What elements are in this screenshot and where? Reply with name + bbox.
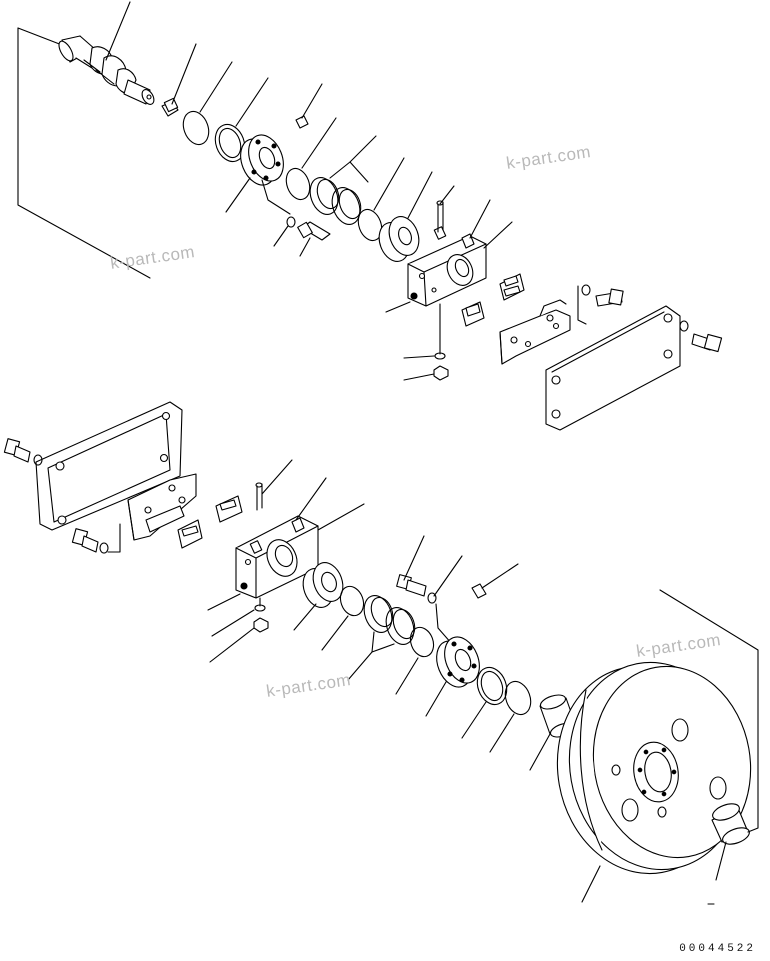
leader-stud bbox=[439, 185, 455, 205]
washer-guard-upper bbox=[581, 284, 591, 296]
washer-plate-upper bbox=[679, 320, 689, 332]
retaining-ring-upper bbox=[214, 123, 246, 163]
washer-hub-lower bbox=[427, 592, 437, 604]
document-number: 00044522 bbox=[679, 943, 756, 955]
leader-bushing bbox=[407, 171, 433, 219]
leader-washer-hub-lower bbox=[433, 555, 463, 597]
cover-plate-upper bbox=[546, 306, 680, 430]
o-ring-lower-3 bbox=[504, 680, 532, 716]
leader-seal-pair-lower bbox=[371, 631, 395, 653]
guard-clip-lower bbox=[178, 496, 242, 548]
idler-shaft bbox=[56, 36, 156, 106]
hub-flange-lower bbox=[430, 632, 486, 692]
leader-bolt-lower bbox=[299, 237, 311, 257]
support-block-upper bbox=[408, 227, 486, 306]
nut-upper bbox=[433, 365, 449, 381]
leader-shaft bbox=[105, 1, 131, 61]
lower-frame-lines bbox=[659, 589, 759, 833]
idler-wheel bbox=[541, 649, 765, 888]
leader-washer-lower bbox=[211, 609, 255, 637]
o-ring-upper-2 bbox=[285, 167, 311, 201]
leader-nut-lower bbox=[209, 627, 255, 663]
bushing-wheel-right bbox=[710, 801, 751, 848]
leader-seal-pair-tail bbox=[349, 135, 377, 163]
stud-bolt-lower bbox=[255, 482, 263, 511]
washer-upper bbox=[434, 352, 446, 360]
leader-block bbox=[469, 199, 491, 239]
o-ring-lower-1 bbox=[339, 585, 365, 617]
set-screw-upper bbox=[296, 116, 308, 128]
leader-block-lower-2 bbox=[317, 503, 365, 531]
leader-bolt bbox=[171, 43, 197, 105]
washer-lower bbox=[254, 604, 266, 612]
leader-set-screw bbox=[301, 83, 323, 119]
bolt-hub-lower bbox=[397, 575, 426, 596]
guard-bracket-lower bbox=[128, 474, 196, 540]
guard-link-line-lower bbox=[107, 523, 121, 553]
bolt-plate-upper bbox=[692, 334, 722, 352]
set-screw-lower bbox=[472, 584, 486, 598]
bushing-lower bbox=[298, 558, 348, 611]
washer-guard-lower bbox=[99, 542, 109, 554]
hub-link-line bbox=[261, 179, 291, 215]
leader-nut-upper bbox=[403, 373, 435, 381]
leader-washer-upper bbox=[403, 355, 435, 359]
leader-hub bbox=[225, 177, 251, 213]
o-ring-lower-2 bbox=[409, 626, 435, 658]
o-ring-upper-3 bbox=[357, 208, 383, 242]
nut-lower bbox=[253, 617, 269, 633]
leader-bushing-sleeve bbox=[529, 733, 551, 771]
stud-bolt-upper bbox=[436, 200, 444, 233]
floating-seal-pair-lower bbox=[363, 595, 416, 645]
leader-o-ring-1 bbox=[199, 61, 233, 113]
leader-bolt-hub-lower bbox=[403, 535, 425, 581]
bolt-guard-upper bbox=[596, 289, 623, 306]
bolt-guard-lower bbox=[72, 529, 98, 552]
leader-seal-pair-lower-tail bbox=[347, 651, 373, 681]
guard-bracket-upper bbox=[500, 300, 570, 364]
o-ring-upper-1 bbox=[182, 110, 210, 146]
leader-o-ring-3 bbox=[373, 157, 405, 211]
leader-set-screw-lower bbox=[481, 563, 519, 589]
leader-block-lower bbox=[295, 477, 327, 521]
bolt-plate-lower bbox=[4, 439, 30, 462]
leader-bushing-lower bbox=[293, 603, 317, 631]
leader-bushing-wheel bbox=[715, 841, 727, 881]
leader-seal-pair bbox=[329, 161, 369, 183]
leader-washer bbox=[273, 225, 289, 247]
hub-link-lower bbox=[435, 603, 453, 645]
leader-o-ring-lower-2 bbox=[395, 657, 419, 695]
leader-block-left bbox=[385, 301, 411, 313]
guard-link-line bbox=[577, 285, 587, 325]
retaining-ring-lower bbox=[476, 666, 508, 706]
leader-o-ring-2 bbox=[301, 117, 337, 169]
leader-idler-wheel bbox=[581, 865, 601, 903]
leader-block-2 bbox=[483, 221, 513, 249]
leader-retaining-ring-lower bbox=[461, 701, 487, 739]
leader-o-ring-lower-3 bbox=[489, 713, 515, 753]
guard-clip-upper bbox=[462, 274, 524, 326]
leader-retaining-ring bbox=[235, 77, 269, 127]
upper-frame-lines bbox=[17, 27, 151, 279]
leader-stud-lower bbox=[261, 459, 293, 495]
leader-block-lower-left bbox=[207, 593, 241, 611]
cover-plate-lower bbox=[36, 402, 182, 530]
plug-bolt-upper bbox=[162, 98, 178, 116]
washer-plate-lower bbox=[33, 454, 43, 466]
hub-flange-upper bbox=[234, 130, 290, 190]
washer-bolt-upper bbox=[286, 216, 331, 241]
support-block-lower bbox=[236, 516, 318, 598]
leader-hub-lower bbox=[425, 681, 447, 717]
leader-o-ring-lower-1 bbox=[321, 615, 349, 651]
floating-seal-pair-upper bbox=[309, 177, 362, 225]
bushing-upper bbox=[374, 212, 424, 265]
